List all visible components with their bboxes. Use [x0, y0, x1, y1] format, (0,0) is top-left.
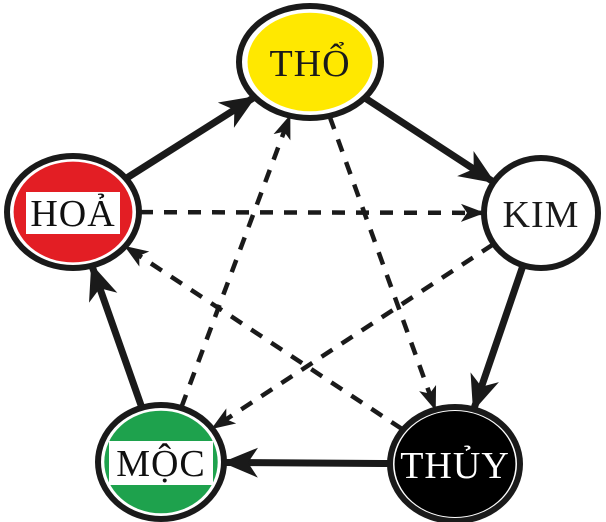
arrow-tho-kim [363, 95, 496, 184]
node-label-tho: THỔ [269, 42, 350, 85]
node-hoa: HOẢ [4, 153, 142, 271]
node-tho: THỔ [236, 3, 384, 121]
arrow-thuy-hoa [124, 245, 404, 432]
arrow-hoa-kim [139, 203, 486, 222]
node-label-kim: KIM [503, 194, 580, 236]
node-moc: MỘC [95, 402, 227, 522]
node-kim: KIM [481, 155, 601, 271]
arrow-hoa-tho [124, 95, 257, 181]
arrow-kim-thuy [470, 265, 527, 412]
arrow-kim-moc [211, 242, 495, 430]
arrows-layer [89, 95, 527, 478]
node-label-hoa: HOẢ [30, 192, 115, 235]
node-label-thuy: THỦY [400, 444, 510, 487]
node-fill-kim [489, 163, 593, 263]
nodes-layer: THỔ KIM THỦY MỘC HOẢ [4, 3, 601, 522]
arrow-moc-tho [179, 114, 292, 408]
node-fill-thuy [394, 410, 516, 518]
node-label-plate-moc [109, 441, 213, 485]
node-thuy: THỦY [387, 404, 523, 522]
node-label-plate-hoa [26, 192, 120, 234]
node-label-moc: MỘC [116, 443, 206, 485]
arrow-thuy-moc [221, 447, 390, 478]
arrow-tho-thuy [327, 116, 437, 411]
node-fill-tho [247, 12, 373, 112]
arrow-moc-hoa [89, 263, 145, 408]
